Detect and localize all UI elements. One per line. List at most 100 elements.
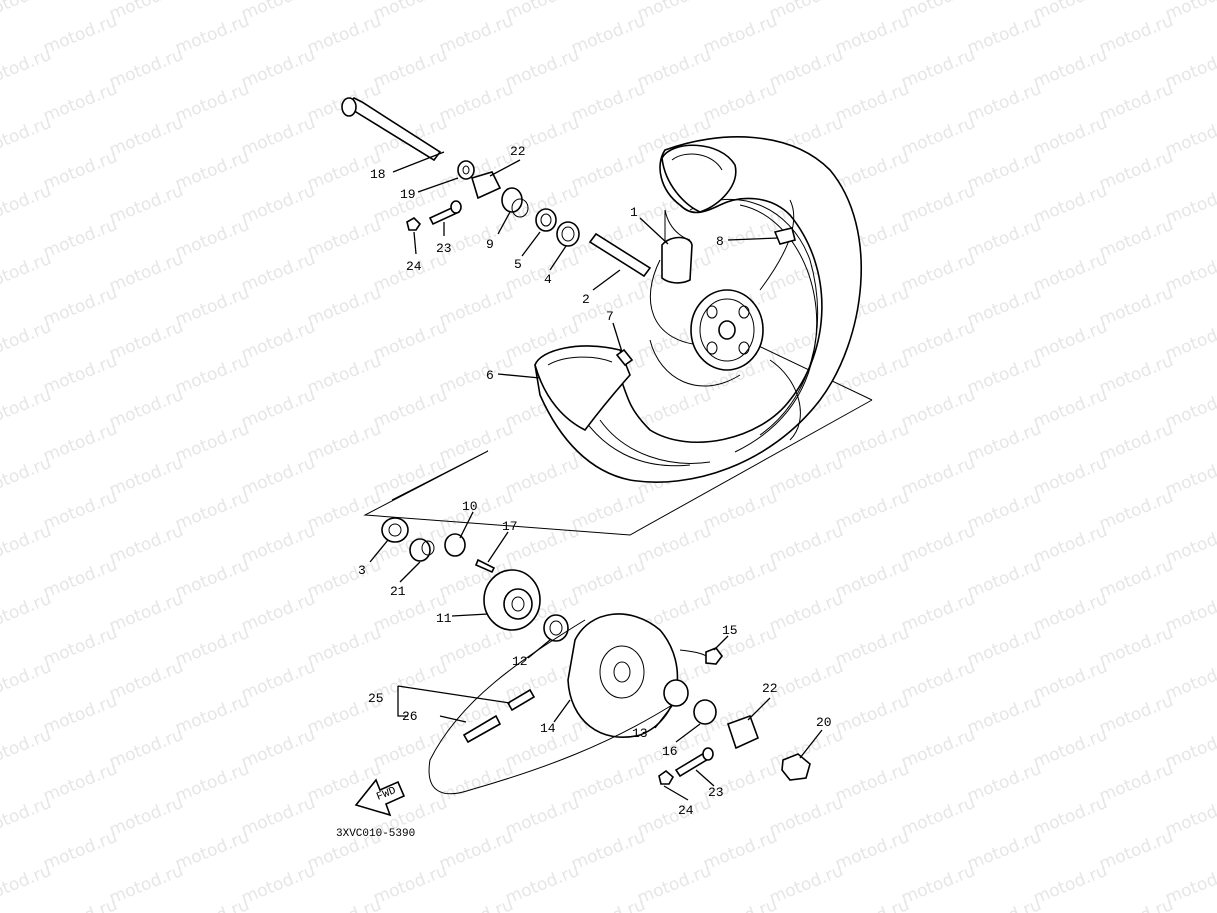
watermark-text: motod.ru (1030, 453, 1110, 501)
watermark-text: motod.ru (106, 589, 186, 637)
rear-wheel-drawing (534, 136, 862, 483)
watermark-text: motod.ru (1096, 283, 1176, 331)
watermark-text: motod.ru (304, 215, 384, 263)
watermark-text: motod.ru (436, 11, 516, 59)
watermark-text: motod.ru (1030, 589, 1110, 637)
watermark-text: motod.ru (0, 181, 54, 229)
watermark-text: motod.ru (964, 351, 1044, 399)
label-part-18: 18 (370, 167, 386, 182)
watermark-text: motod.ru (1030, 317, 1110, 365)
watermark-text: motod.ru (238, 249, 318, 297)
watermark-text: motod.ru (172, 79, 252, 127)
watermark-text: motod.ru (370, 317, 450, 365)
watermark-text: motod.ru (832, 351, 912, 399)
label-part-9: 9 (486, 237, 494, 252)
watermark-text: motod.ru (634, 45, 714, 93)
label-part-22-bottom: 22 (762, 681, 778, 696)
watermark-text: motod.ru (0, 521, 54, 569)
watermark-text: motod.ru (898, 521, 978, 569)
watermark-text: motod.ru (370, 861, 450, 909)
watermark-text: motod.ru (0, 317, 54, 365)
watermark-text: motod.ru (964, 691, 1044, 739)
watermark-text: motod.ru (40, 487, 120, 535)
watermark-text: motod.ru (700, 487, 780, 535)
label-part-1: 1 (630, 205, 638, 220)
watermark-text: motod.ru (1096, 759, 1176, 807)
watermark-text: motod.ru (964, 487, 1044, 535)
watermark-text: motod.ru (0, 45, 54, 93)
leader-lines (369, 151, 823, 801)
watermark-text: motod.ru (106, 113, 186, 161)
watermark-text: motod.ru (106, 725, 186, 773)
watermark-text: motod.ru (634, 793, 714, 841)
label-part-12: 12 (512, 654, 528, 669)
watermark-text: motod.ru (238, 861, 318, 909)
watermark-text: motod.ru (238, 385, 318, 433)
label-part-25: 25 (368, 691, 384, 706)
watermark-text: motod.ru (502, 45, 582, 93)
label-part-23-bottom: 23 (708, 785, 724, 800)
watermark-text: motod.ru (1096, 691, 1176, 739)
watermark-text: motod.ru (238, 317, 318, 365)
watermark-text: motod.ru (106, 385, 186, 433)
watermark-text: motod.ru (106, 657, 186, 705)
watermark-text: motod.ru (1096, 147, 1176, 195)
watermark-text: motod.ru (40, 79, 120, 127)
watermark-text: motod.ru (172, 555, 252, 603)
watermark-text: motod.ru (502, 0, 582, 25)
watermark-text: motod.ru (0, 453, 54, 501)
watermark-text: motod.ru (40, 623, 120, 671)
label-part-23-top: 23 (436, 241, 452, 256)
watermark-text: motod.ru (172, 895, 252, 913)
watermark-text: motod.ru (766, 453, 846, 501)
watermark-text: motod.ru (238, 0, 318, 25)
watermark-text: motod.ru (568, 555, 648, 603)
watermark-text: motod.ru (568, 487, 648, 535)
watermark-text: motod.ru (172, 11, 252, 59)
watermark-text: motod.ru (0, 589, 54, 637)
watermark-text: motod.ru (1096, 419, 1176, 467)
sprocket-side-parts (381, 517, 811, 795)
watermark-text: motod.ru (964, 895, 1044, 913)
watermark-text: motod.ru (832, 11, 912, 59)
watermark-text: motod.ru (436, 283, 516, 331)
label-part-26: 26 (402, 709, 418, 724)
watermark-text: motod.ru (832, 555, 912, 603)
watermark-text: motod.ru (1096, 487, 1176, 535)
watermark-text: motod.ru (568, 759, 648, 807)
watermark-text: motod.ru (964, 827, 1044, 875)
watermark-text: motod.ru (304, 351, 384, 399)
watermark-text: motod.ru (172, 147, 252, 195)
watermark-text: motod.ru (370, 45, 450, 93)
watermark-text: motod.ru (106, 0, 186, 25)
watermark-text: motod.ru (0, 861, 54, 909)
watermark-text: motod.ru (898, 385, 978, 433)
watermark-text: motod.ru (1096, 79, 1176, 127)
watermark-text: motod.ru (1030, 249, 1110, 297)
watermark-text: motod.ru (964, 79, 1044, 127)
watermark-text: motod.ru (172, 419, 252, 467)
label-part-22-top: 22 (510, 144, 526, 159)
watermark-text: motod.ru (832, 691, 912, 739)
watermark-text: motod.ru (436, 759, 516, 807)
watermark-text: motod.ru (106, 861, 186, 909)
watermark-text: motod.ru (898, 249, 978, 297)
watermark-text: motod.ru (40, 827, 120, 875)
watermark-text: motod.ru (1030, 793, 1110, 841)
watermark-text: motod.ru (568, 215, 648, 263)
watermark-text: motod.ru (634, 0, 714, 25)
watermark-text: motod.ru (238, 521, 318, 569)
watermark-text: motod.ru (832, 895, 912, 913)
watermark-text: motod.ru (1030, 45, 1110, 93)
watermark-text: motod.ru (172, 351, 252, 399)
watermark-text: motod.ru (40, 691, 120, 739)
watermark-text: motod.ru (40, 555, 120, 603)
watermark-text: motod.ru (964, 147, 1044, 195)
watermark-text: motod.ru (898, 453, 978, 501)
watermark-text: motod.ru (832, 623, 912, 671)
watermark-text: motod.ru (1096, 827, 1176, 875)
watermark-text: motod.ru (0, 385, 54, 433)
label-part-15: 15 (722, 623, 738, 638)
watermark-text: motod.ru (1096, 623, 1176, 671)
